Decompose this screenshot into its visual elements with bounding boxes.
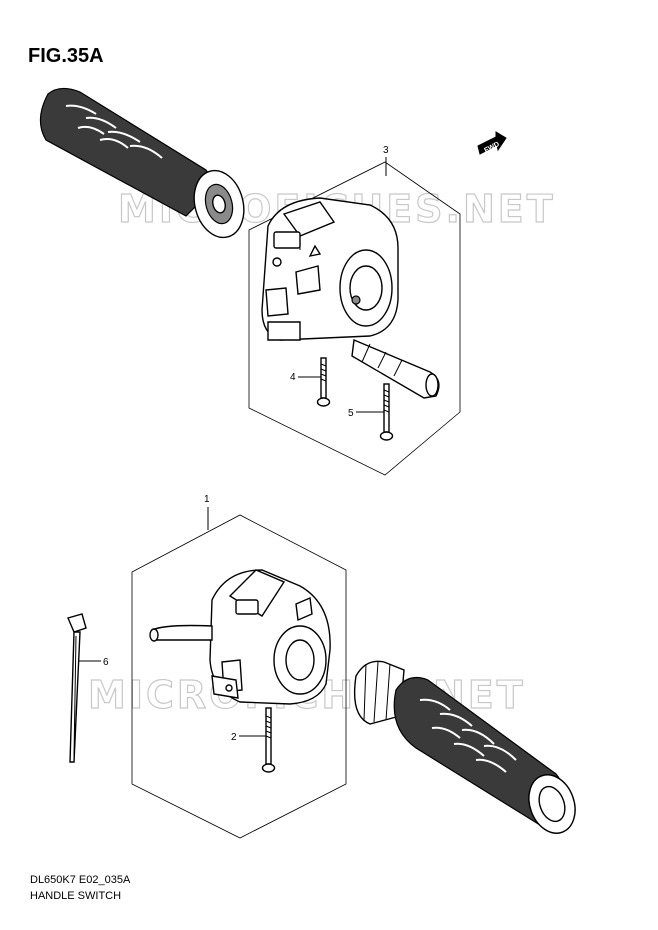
- left-handlebar-grip: [353, 660, 576, 834]
- group-outline-left-switch: [131, 514, 347, 839]
- screw-4: [316, 357, 331, 407]
- callout-5: 5: [348, 408, 354, 419]
- left-switch-wire: [149, 624, 213, 642]
- left-handle-switch-group: 1 2: [131, 494, 347, 839]
- footer-caption: HANDLE SWITCH: [30, 890, 121, 902]
- left-switch-housing: [209, 569, 331, 705]
- callout-2: 2: [231, 732, 237, 743]
- group-outline-right-switch: [248, 161, 461, 476]
- figure-title: FIG.35A: [28, 45, 104, 67]
- fwd-arrow-icon: FWD: [477, 131, 507, 155]
- right-switch-wire: [351, 338, 440, 399]
- callout-4: 4: [290, 372, 296, 383]
- footer-code: DL650K7 E02_035A: [30, 874, 131, 886]
- screw-2: [261, 707, 276, 773]
- callout-1: 1: [204, 494, 210, 505]
- right-handle-switch-group: 3 4: [248, 145, 461, 476]
- right-switch-housing: [261, 197, 399, 341]
- right-throttle-grip: [39, 87, 245, 239]
- cable-tie-6: [67, 613, 87, 763]
- callout-6: 6: [103, 657, 109, 668]
- callout-3: 3: [383, 145, 389, 156]
- screw-5: [379, 383, 394, 441]
